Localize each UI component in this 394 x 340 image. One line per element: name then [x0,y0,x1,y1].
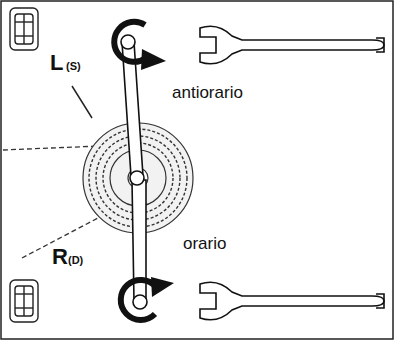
side-letter-text: R [52,244,68,269]
leader-line [72,86,92,118]
right-pedal [10,280,38,322]
clockwise-arrow [121,277,174,320]
wrench-icon [200,282,384,320]
side-letter: (S) [66,60,81,72]
direction-label-text: antiorario [172,83,243,102]
side-letter: (D) [68,254,83,266]
side-letter: R [52,244,68,270]
side-letter-text: L [50,50,63,75]
crank-arm [121,35,147,309]
side-letter-text: (D) [68,254,83,266]
left-pedal [10,8,38,50]
side-letter: L [50,50,63,76]
counterclockwise-arrow [114,22,166,70]
direction-label-text: orario [183,234,226,253]
direction-label: antiorario [172,83,243,103]
wrench-icon [200,26,384,64]
side-letter-text: (S) [66,60,81,72]
direction-label: orario [183,234,226,254]
